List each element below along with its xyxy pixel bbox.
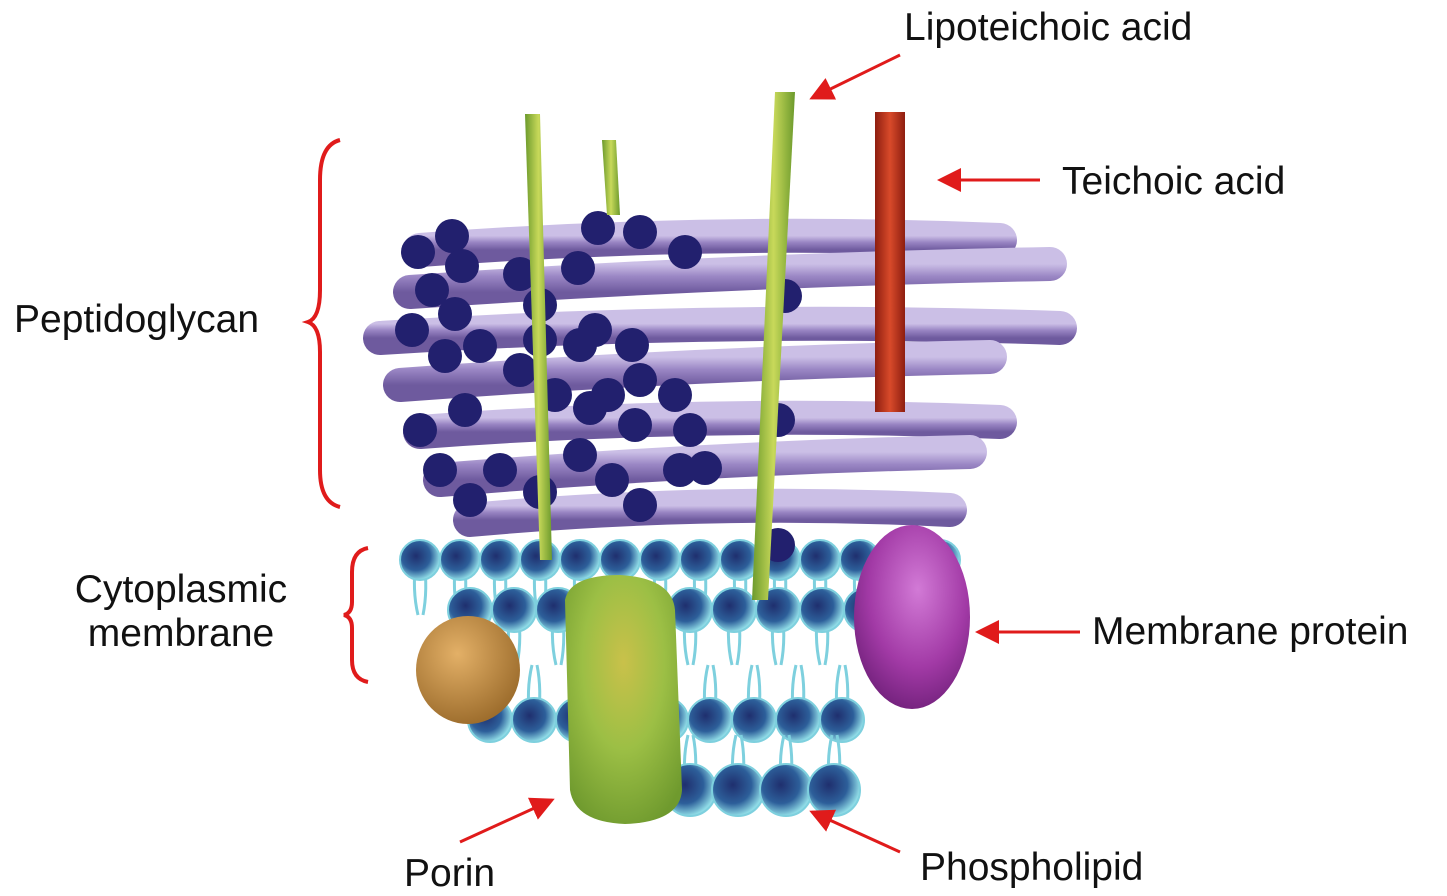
phospholipid-head xyxy=(512,698,556,742)
peptidoglycan-strand xyxy=(420,418,1000,432)
phospholipid-head xyxy=(800,540,840,580)
peptidoglycan-strand-end xyxy=(503,353,537,387)
label-cytoplasmic-line1: Cytoplasmic xyxy=(50,568,312,612)
peptidoglycan-strand-end xyxy=(563,328,597,362)
label-teichoic-acid: Teichoic acid xyxy=(1062,160,1285,204)
peptidoglycan-strand-end xyxy=(435,219,469,253)
peptidoglycan-strand-end xyxy=(401,235,435,269)
peptidoglycan-strand-end xyxy=(448,393,482,427)
phospholipid-arrow xyxy=(812,812,900,852)
phospholipid-head xyxy=(732,698,776,742)
phospholipid-head xyxy=(480,540,520,580)
peptidoglycan-strand-end xyxy=(581,211,615,245)
small-membrane-protein xyxy=(416,616,520,724)
peptidoglycan-strand-end xyxy=(483,453,517,487)
phospholipid-head xyxy=(808,764,860,816)
peptidoglycan-strand-end xyxy=(668,235,702,269)
peptidoglycan-strand-end xyxy=(403,413,437,447)
peptidoglycan-layer xyxy=(380,211,1060,562)
phospholipid-head xyxy=(760,764,812,816)
phospholipid-head xyxy=(800,588,844,632)
peptidoglycan-strand-end xyxy=(615,328,649,362)
phospholipid-head xyxy=(400,540,440,580)
peptidoglycan-strand-end xyxy=(623,363,657,397)
phospholipid-head xyxy=(712,588,756,632)
peptidoglycan-strand-end xyxy=(428,339,462,373)
membrane-protein xyxy=(854,525,970,709)
porin xyxy=(565,575,682,824)
peptidoglycan-strand-end xyxy=(623,215,657,249)
phospholipid-head xyxy=(640,540,680,580)
phospholipid-head xyxy=(820,698,864,742)
peptidoglycan-strand-end xyxy=(453,483,487,517)
phospholipid-head xyxy=(680,540,720,580)
peptidoglycan-strand xyxy=(420,236,1000,250)
label-peptidoglycan: Peptidoglycan xyxy=(14,298,259,342)
label-membrane-protein: Membrane protein xyxy=(1092,610,1409,654)
peptidoglycan-strand-end xyxy=(395,313,429,347)
lipoteichoic-acid-rod xyxy=(602,140,620,215)
peptidoglycan-strand-end xyxy=(658,378,692,412)
cytoplasmic-membrane-bracket xyxy=(344,548,368,682)
peptidoglycan-strand-end xyxy=(573,391,607,425)
phospholipid-head xyxy=(440,540,480,580)
lipoteichoic-arrow xyxy=(812,55,900,98)
teichoic-acid-rod xyxy=(875,112,905,412)
phospholipid-head xyxy=(560,540,600,580)
peptidoglycan-bracket xyxy=(308,140,340,507)
label-lipoteichoic-acid: Lipoteichoic acid xyxy=(904,6,1192,50)
peptidoglycan-strand-end xyxy=(663,453,697,487)
peptidoglycan-strand-end xyxy=(563,438,597,472)
peptidoglycan-strand-end xyxy=(463,329,497,363)
peptidoglycan-strand-end xyxy=(423,453,457,487)
label-porin: Porin xyxy=(404,852,495,896)
phospholipid-head xyxy=(492,588,536,632)
phospholipid-head xyxy=(600,540,640,580)
peptidoglycan-strand-end xyxy=(561,251,595,285)
peptidoglycan-strand-end xyxy=(445,249,479,283)
peptidoglycan-strand-end xyxy=(595,463,629,497)
peptidoglycan-strand-end xyxy=(623,488,657,522)
peptidoglycan-strand-end xyxy=(673,413,707,447)
label-cytoplasmic-line2: membrane xyxy=(50,612,312,656)
peptidoglycan-strand-end xyxy=(618,408,652,442)
label-phospholipid: Phospholipid xyxy=(920,846,1143,890)
phospholipid-head xyxy=(712,764,764,816)
porin-arrow xyxy=(460,800,552,842)
peptidoglycan-strand-end xyxy=(438,297,472,331)
label-cytoplasmic-membrane: Cytoplasmic membrane xyxy=(50,568,312,655)
